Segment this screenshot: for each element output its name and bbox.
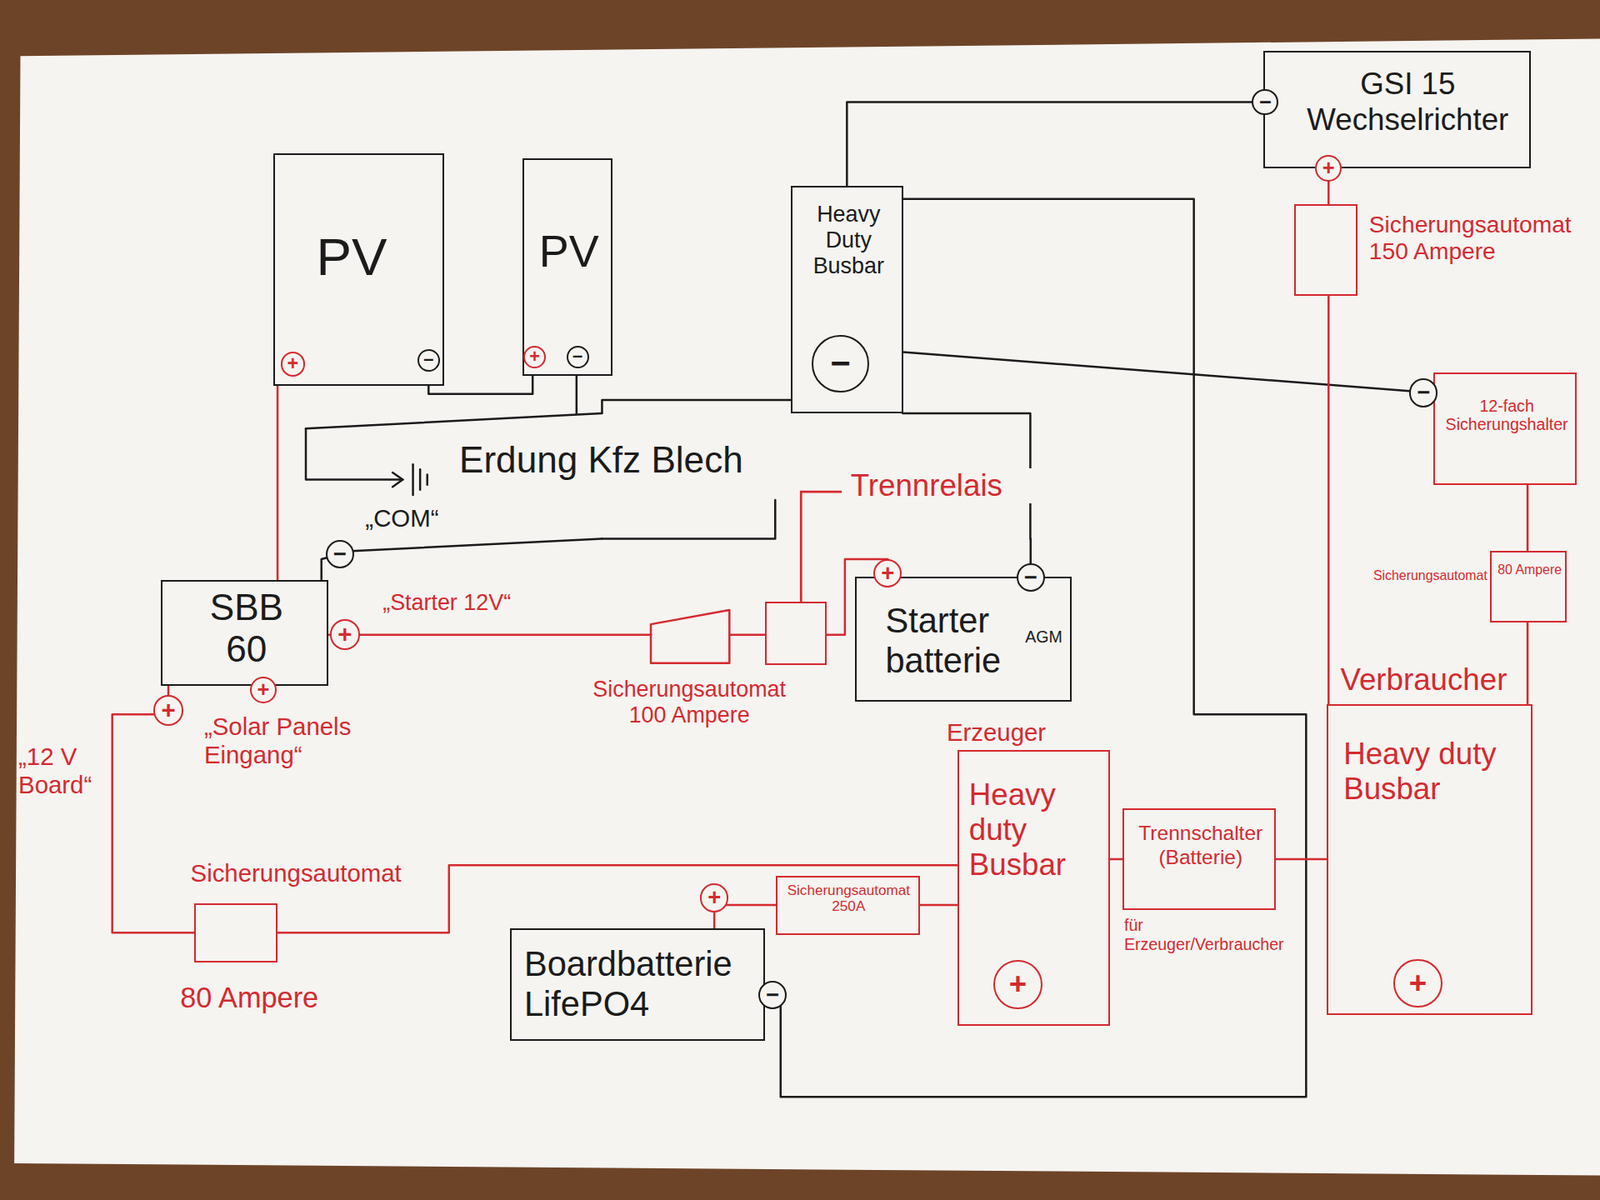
outline-stroke bbox=[419, 469, 422, 490]
terminal-sign: + bbox=[700, 883, 729, 912]
component-label: SBB 60 bbox=[195, 586, 298, 671]
component-label: Trennschalter (Batterie) bbox=[1129, 821, 1272, 869]
paper-sheet bbox=[14, 39, 1600, 1176]
wire bbox=[765, 199, 1306, 1098]
outline-stroke bbox=[305, 428, 403, 480]
busbar: ErzeugerHeavy duty Busbar+ bbox=[957, 750, 1111, 1026]
outline-stroke bbox=[412, 464, 415, 495]
component-label: Starter batterie bbox=[885, 600, 1039, 681]
component-label: 80 Ampere bbox=[1496, 562, 1564, 578]
wire bbox=[321, 539, 603, 580]
component-label: AGM bbox=[1025, 627, 1068, 647]
terminal-sign: − bbox=[1251, 89, 1279, 116]
circuit-breaker: Sicherungsautomat80 Ampere bbox=[194, 903, 278, 963]
battery: Starter batterieAGM bbox=[855, 576, 1071, 703]
terminal-sign: + bbox=[993, 960, 1043, 1010]
wire bbox=[1526, 622, 1530, 705]
terminal-sign: − bbox=[417, 349, 440, 372]
terminal-sign: + bbox=[280, 351, 305, 376]
outline-stroke bbox=[650, 610, 730, 664]
circuit-breaker: Sicherungsautomat 150 Ampere bbox=[1294, 204, 1358, 296]
terminal-sign: − bbox=[1409, 378, 1438, 407]
wire-label: „Solar Panels Eingang“ bbox=[204, 712, 409, 770]
wire-label: „Starter 12V“ bbox=[382, 590, 566, 616]
terminal-sign: + bbox=[153, 695, 185, 726]
component-label: Boardbatterie LifePO4 bbox=[524, 944, 751, 1025]
wire-label: „COM“ bbox=[365, 504, 467, 533]
component-label: Verbraucher bbox=[1340, 662, 1525, 698]
busbar: VerbraucherHeavy duty Busbar+ bbox=[1326, 704, 1533, 1015]
circuit-breaker: Sicherungsautomat 100 Ampere bbox=[650, 610, 730, 664]
terminal-sign: + bbox=[523, 345, 546, 369]
inverter: GSI 15 Wechselrichter bbox=[1263, 50, 1531, 169]
outline-stroke bbox=[601, 500, 775, 540]
wire bbox=[601, 400, 791, 414]
component-label: für Erzeuger/Verbraucher bbox=[1124, 915, 1288, 954]
wire bbox=[730, 633, 766, 636]
outline bbox=[650, 610, 730, 664]
terminal-sign: + bbox=[873, 559, 902, 588]
component-label: Erzeuger bbox=[946, 718, 1090, 747]
wire bbox=[575, 375, 579, 414]
component-label: Sicherungsautomat 100 Ampere bbox=[580, 676, 800, 729]
solar-panel: PV bbox=[273, 153, 444, 386]
busbar: Heavy Duty Busbar − bbox=[790, 185, 904, 414]
component-label: Sicherungsautomat bbox=[190, 859, 410, 888]
component-label: Heavy Duty Busbar bbox=[797, 201, 900, 280]
wire bbox=[112, 685, 195, 933]
component-label: Erdung Kfz Blech bbox=[459, 439, 786, 482]
component-label: Trennrelais bbox=[850, 468, 1035, 504]
wire bbox=[920, 904, 957, 907]
wire bbox=[903, 351, 1435, 393]
wire bbox=[276, 385, 280, 580]
component-label: 12-fach Sicherungshalter bbox=[1440, 396, 1574, 435]
outline-stroke bbox=[426, 474, 430, 485]
wire bbox=[1275, 858, 1327, 861]
battery-switch: Trennschalter (Batterie)für Erzeuger/Ver… bbox=[1122, 808, 1276, 910]
wire bbox=[428, 375, 533, 395]
relay: Trennrelais bbox=[765, 601, 826, 665]
component-label: Heavy duty Busbar bbox=[969, 777, 1102, 884]
terminal-sign: − bbox=[1016, 563, 1045, 592]
wire-label: „12 V Board“ bbox=[18, 742, 106, 800]
terminal-sign: − bbox=[325, 540, 355, 569]
terminal-sign: + bbox=[1393, 959, 1443, 1009]
charge-booster: SBB 60 bbox=[160, 580, 329, 686]
battery: Boardbatterie LifePO4 bbox=[510, 928, 765, 1041]
outline-stroke bbox=[305, 413, 602, 429]
circuit-breaker: Sicherungsautomat 250A bbox=[775, 875, 921, 935]
wire bbox=[1110, 858, 1123, 861]
component-label: 80 Ampere bbox=[180, 981, 375, 1015]
terminal-sign: − bbox=[566, 345, 590, 369]
component-label: Sicherungsautomat 250A bbox=[780, 882, 917, 915]
leader-line bbox=[800, 491, 841, 602]
component-label: Sicherungsautomat bbox=[1369, 568, 1488, 584]
wire bbox=[328, 633, 651, 636]
component-label: PV bbox=[530, 225, 608, 278]
wire bbox=[1327, 295, 1330, 705]
wire bbox=[1526, 485, 1530, 552]
terminal-sign: + bbox=[1315, 155, 1342, 182]
component-label: Heavy duty Busbar bbox=[1343, 736, 1520, 807]
component-label: GSI 15 Wechselrichter bbox=[1290, 66, 1526, 137]
component-label: PV bbox=[295, 225, 409, 287]
terminal-sign: + bbox=[330, 619, 361, 650]
wire bbox=[846, 101, 1264, 185]
terminal-sign: − bbox=[811, 335, 870, 393]
component-label: Sicherungsautomat 150 Ampere bbox=[1369, 210, 1584, 265]
outline-stroke bbox=[392, 472, 403, 487]
solar-panel: PV bbox=[522, 158, 613, 376]
fuse-holder: 12-fach Sicherungshalter bbox=[1433, 372, 1576, 485]
terminal-sign: + bbox=[250, 676, 277, 704]
circuit-breaker: Sicherungsautomat80 Ampere bbox=[1490, 550, 1567, 623]
terminal-sign: − bbox=[758, 980, 787, 1010]
